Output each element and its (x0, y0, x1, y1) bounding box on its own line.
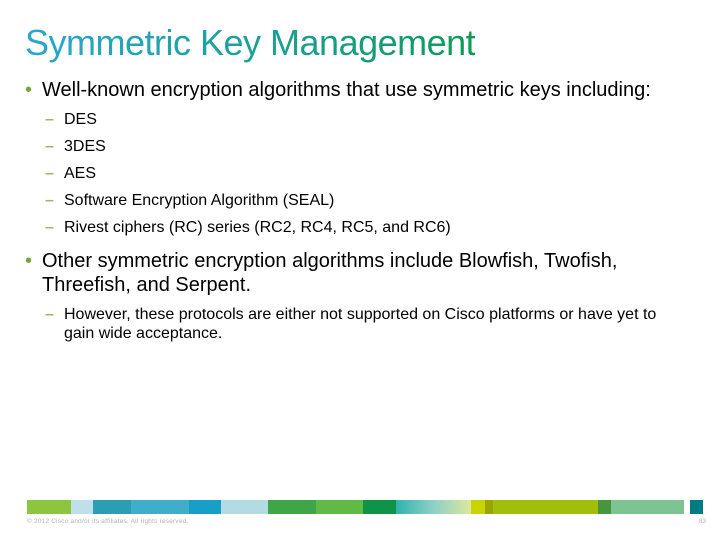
bar-segment (684, 500, 690, 514)
sub-bullet-label: Software Encryption Algorithm (SEAL) (64, 192, 335, 209)
bullet-item: • Well-known encryption algorithms that … (25, 78, 685, 102)
page-number: 83 (698, 518, 706, 525)
sub-bullet-item: –Rivest ciphers (RC) series (RC2, RC4, R… (45, 218, 685, 237)
bar-segment (598, 500, 611, 514)
bar-segment (396, 500, 471, 514)
sub-bullet-item: –Software Encryption Algorithm (SEAL) (45, 191, 685, 210)
bar-segment (268, 500, 316, 514)
footer-color-bar (27, 500, 703, 514)
bar-segment (27, 500, 71, 514)
sub-bullet-item: –AES (45, 164, 685, 183)
bar-segment (363, 500, 396, 514)
sub-bullet-list: –DES–3DES–AES–Software Encryption Algori… (45, 110, 685, 237)
sub-bullet-label: 3DES (64, 138, 106, 155)
sub-bullet-label: DES (64, 111, 97, 128)
dash-icon: – (45, 219, 54, 236)
sub-bullet-label: AES (64, 165, 97, 182)
bar-segment (690, 500, 703, 514)
bar-segment (493, 500, 598, 514)
bar-segment (611, 500, 684, 514)
bullet-dot-icon: • (25, 250, 33, 272)
bar-segment (471, 500, 485, 514)
bar-segment (316, 500, 363, 514)
sub-bullet-item: –However, these protocols are either not… (45, 305, 685, 343)
sub-bullet-list: –However, these protocols are either not… (45, 305, 685, 343)
dash-icon: – (45, 111, 54, 128)
bar-segment (189, 500, 221, 514)
slide-body: • Well-known encryption algorithms that … (25, 78, 685, 351)
bullet-item: • Other symmetric encryption algorithms … (25, 249, 685, 297)
sub-bullet-item: –DES (45, 110, 685, 129)
bar-segment (485, 500, 493, 514)
bullet-dot-icon: • (25, 79, 33, 101)
sub-bullet-label: Rivest ciphers (RC) series (RC2, RC4, RC… (64, 219, 451, 236)
dash-icon: – (45, 165, 54, 182)
bar-segment (93, 500, 131, 514)
copyright-text: © 2012 Cisco and/or its affiliates. All … (27, 518, 189, 525)
page-title: Symmetric Key Management (25, 22, 476, 63)
bar-segment (71, 500, 93, 514)
sub-bullet-label: However, these protocols are either not … (64, 306, 657, 342)
dash-icon: – (45, 192, 54, 209)
dash-icon: – (45, 306, 54, 323)
bar-segment (131, 500, 189, 514)
bullet-text: Well-known encryption algorithms that us… (42, 79, 651, 101)
bar-segment (221, 500, 268, 514)
dash-icon: – (45, 138, 54, 155)
sub-bullet-item: –3DES (45, 137, 685, 156)
bullet-text: Other symmetric encryption algorithms in… (42, 250, 618, 296)
